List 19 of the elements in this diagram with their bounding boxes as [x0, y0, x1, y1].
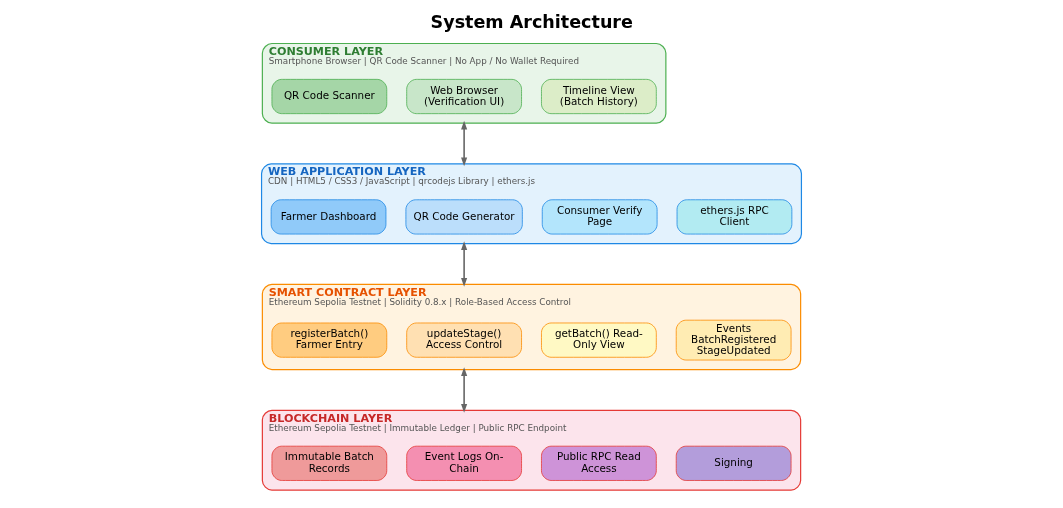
node-box: Web Browser (Verification UI) — [406, 78, 522, 115]
node-box: Immutable Batch Records — [271, 445, 388, 481]
node-box: Farmer Dashboard — [270, 199, 387, 235]
arrow — [461, 241, 468, 287]
node-box: registerBatch() Farmer Entry — [271, 322, 388, 358]
node-box: Signing — [675, 445, 792, 481]
arrow — [461, 367, 468, 413]
diagram-title: System Architecture — [430, 12, 633, 33]
node-box: Events BatchRegistered StageUpdated — [675, 319, 792, 361]
node-box: ethers.js RPC Client — [676, 199, 793, 235]
arrow — [461, 120, 468, 167]
node-box: Timeline View (Batch History) — [541, 78, 657, 115]
node-box: Public RPC Read Access — [541, 445, 657, 481]
node-box: Event Logs On-Chain — [406, 445, 522, 481]
node-box: getBatch() Read-Only View — [541, 322, 657, 358]
node-box: updateStage() Access Control — [406, 322, 522, 358]
node-box: QR Code Generator — [405, 199, 523, 235]
node-box: Consumer Verify Page — [541, 199, 658, 235]
node-box: QR Code Scanner — [271, 78, 388, 115]
